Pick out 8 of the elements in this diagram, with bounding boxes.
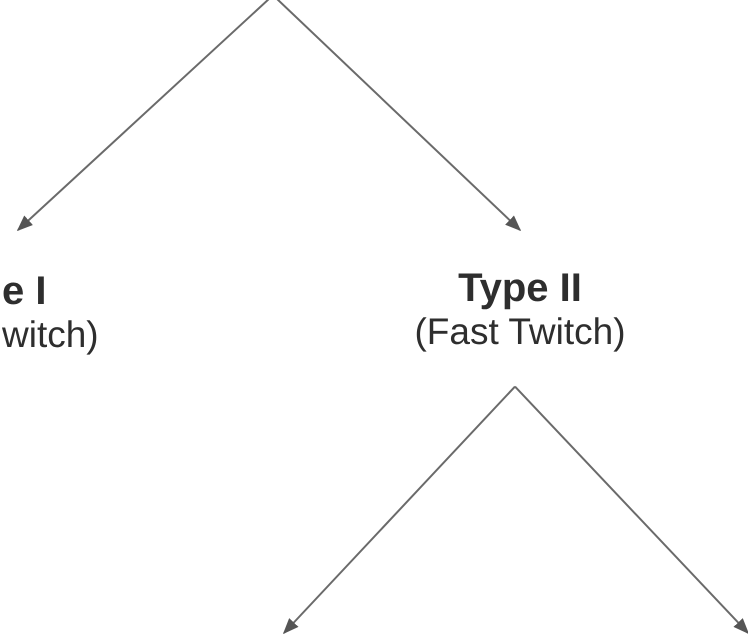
node-heading: Type II <box>457 265 583 311</box>
arrow <box>16 0 271 232</box>
node-subtitle: witch) <box>2 314 99 357</box>
node-subtitle: (Fast Twitch) <box>414 311 626 354</box>
arrow <box>514 386 748 634</box>
node-heading: e I <box>2 268 48 314</box>
arrow <box>282 386 516 634</box>
arrow <box>275 0 522 232</box>
